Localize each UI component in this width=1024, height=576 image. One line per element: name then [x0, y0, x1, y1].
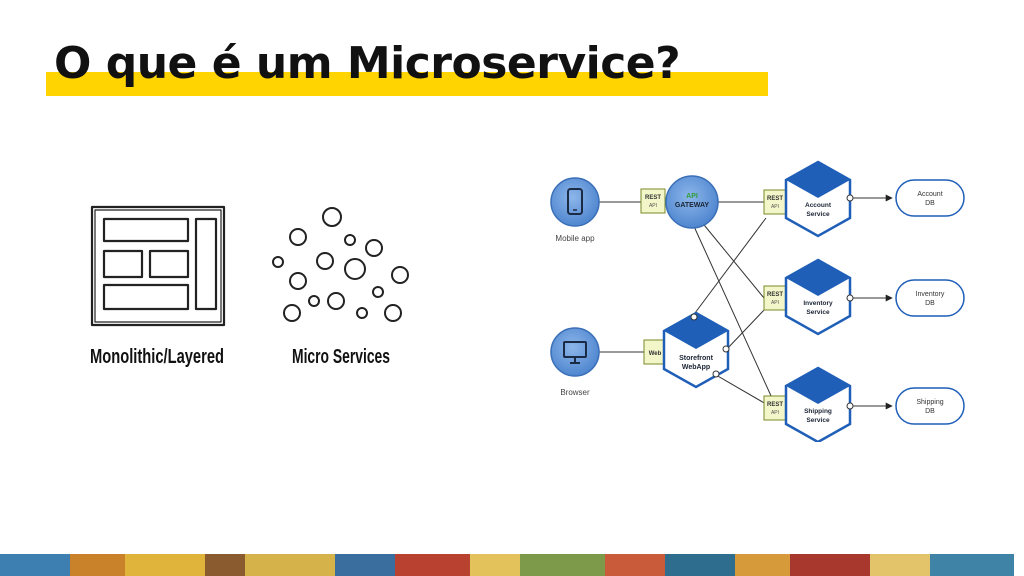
- browser-circle: [550, 327, 600, 377]
- inventory-hexagon-top: [786, 260, 850, 296]
- connection-lines: [596, 194, 893, 410]
- api-label: API: [771, 410, 779, 416]
- monolith-layer-mid-right: [148, 249, 190, 279]
- shipping-db-label-line2: DB: [925, 408, 935, 415]
- micro-bubble: [289, 272, 307, 290]
- account-db-shape: [895, 179, 965, 217]
- title-block: O que é um Microservice?: [46, 38, 776, 98]
- account-label-line2: Service: [806, 211, 830, 218]
- micro-bubble: [316, 252, 334, 270]
- storefront-port: [712, 370, 720, 378]
- account-db-node: Account DB: [895, 179, 965, 217]
- micro-bubble: [327, 292, 345, 310]
- micro-bubble: [272, 256, 284, 268]
- shipping-hexagon-top: [786, 368, 850, 404]
- micro-bubble: [322, 207, 342, 227]
- rest-api-box: [763, 285, 787, 311]
- micro-bubble: [344, 234, 356, 246]
- monolith-layer-bottom: [102, 283, 190, 311]
- micro-bubble: [365, 239, 383, 257]
- inventory-db-shape: [895, 279, 965, 317]
- shipping-port: [846, 402, 854, 410]
- rest-label: REST: [645, 195, 661, 201]
- monolith-outer-box: [90, 205, 226, 327]
- mobile-app-label: Mobile app: [555, 234, 595, 243]
- account-hexagon-top: [786, 162, 850, 198]
- monolith-side-column: [194, 217, 218, 311]
- mobile-phone-icon: [567, 188, 583, 215]
- inventory-db-label-line2: DB: [925, 300, 935, 307]
- line-storefront-to-account: [691, 217, 767, 318]
- monolith-vs-micro-sketch: Monolithic/Layered Micro Services: [90, 205, 409, 368]
- monolith-layer-top: [102, 217, 190, 243]
- gateway-api-label: API: [686, 193, 698, 200]
- web-label: Web: [649, 351, 662, 357]
- shipping-label-line1: Shipping: [804, 408, 832, 415]
- web-box: Web: [643, 339, 667, 365]
- micro-bubble: [289, 228, 307, 246]
- monolith-outer-box-inner: [94, 209, 222, 323]
- browser-label: Browser: [560, 388, 590, 397]
- storefront-hexagon-top: [664, 313, 728, 349]
- rest-label: REST: [767, 292, 783, 298]
- monolith-drawing: [90, 205, 226, 327]
- micro-bubble: [391, 266, 409, 284]
- micro-bubble: [344, 258, 366, 280]
- monolith-label: Monolithic/Layered: [90, 346, 224, 368]
- api-label: API: [771, 204, 779, 210]
- rest-api-box-gateway: REST API: [640, 188, 666, 214]
- shipping-db-node: Shipping DB: [895, 387, 965, 425]
- container-photo-strip: [0, 554, 1024, 576]
- api-label: API: [771, 300, 779, 306]
- line-gateway-to-inventory: [699, 219, 765, 299]
- rest-api-box: [640, 188, 666, 214]
- storefront-webapp-node: Storefront WebApp: [662, 311, 730, 389]
- shipping-service-node: REST API Shipping Service: [763, 366, 854, 442]
- api-gateway-circle: [665, 175, 719, 229]
- account-label-line1: Account: [805, 202, 832, 209]
- rest-label: REST: [767, 196, 783, 202]
- monolith-layer-mid-left: [102, 249, 144, 279]
- inventory-db-label-line1: Inventory: [916, 291, 945, 298]
- mobile-app-node: Mobile app: [550, 177, 600, 243]
- storefront-port: [722, 345, 730, 353]
- microservice-architecture-diagram: Mobile app Browser REST API API GATEWAY …: [550, 160, 965, 442]
- shipping-label-line2: Service: [806, 417, 830, 424]
- storefront-label-line1: Storefront: [679, 355, 714, 362]
- rest-label: REST: [767, 402, 783, 408]
- micro-bubble: [308, 295, 320, 307]
- account-db-label-line2: DB: [925, 200, 935, 207]
- rest-api-box: [763, 189, 787, 215]
- inventory-label-line1: Inventory: [803, 300, 833, 307]
- inventory-service-node: REST API Inventory Service: [763, 258, 854, 336]
- micro-services-label: Micro Services: [292, 346, 390, 368]
- shipping-db-shape: [895, 387, 965, 425]
- api-gateway-node: API GATEWAY: [665, 175, 719, 229]
- page-title: O que é um Microservice?: [54, 38, 681, 89]
- account-db-label-line1: Account: [917, 191, 942, 198]
- micro-bubble: [356, 307, 368, 319]
- account-port: [846, 194, 854, 202]
- micro-services-drawing: [272, 207, 409, 322]
- storefront-label-line2: WebApp: [682, 364, 710, 371]
- storefront-port: [690, 313, 698, 321]
- api-label: API: [649, 203, 657, 209]
- gateway-label: GATEWAY: [675, 202, 710, 209]
- inventory-port: [846, 294, 854, 302]
- line-gateway-to-shipping: [691, 221, 773, 399]
- line-storefront-to-shipping: [715, 374, 767, 405]
- title-highlight-bar: [46, 72, 768, 96]
- rest-api-box: [763, 395, 787, 421]
- micro-bubble: [372, 286, 384, 298]
- micro-bubble: [384, 304, 402, 322]
- mobile-app-circle: [550, 177, 600, 227]
- browser-node: Browser: [550, 327, 600, 397]
- inventory-db-node: Inventory DB: [895, 279, 965, 317]
- micro-bubble: [283, 304, 301, 322]
- account-service-node: REST API Account Service: [763, 160, 854, 238]
- line-storefront-to-inventory: [725, 307, 767, 351]
- shipping-db-label-line1: Shipping: [916, 399, 943, 406]
- inventory-label-line2: Service: [806, 309, 830, 316]
